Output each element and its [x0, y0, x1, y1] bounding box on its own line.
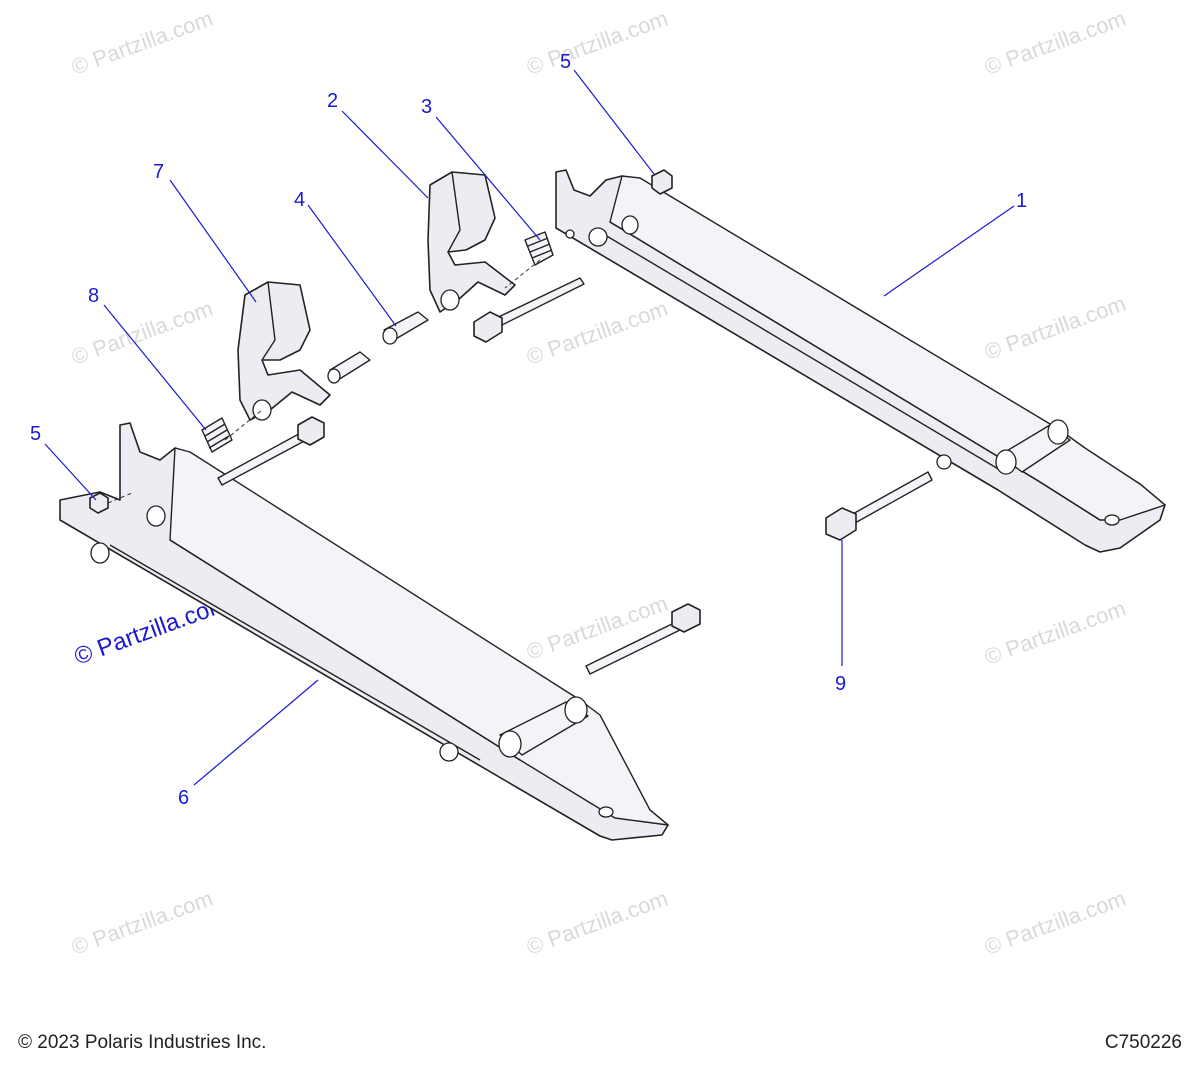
bolt-lower-left: [585, 603, 701, 675]
callout-5[interactable]: 5: [30, 423, 41, 445]
assembly-lines: [107, 259, 541, 504]
callout-8[interactable]: 8: [88, 285, 99, 307]
bolt-upper-right: [473, 277, 585, 343]
callouts: 1 2 3 4 5 5 6 7 8 9: [30, 51, 1027, 809]
drawing-id: C750226: [1104, 1032, 1182, 1053]
watermark: © Partzilla.com: [523, 296, 671, 370]
part-9-bolt: [825, 471, 933, 541]
callout-5[interactable]: 5: [560, 51, 571, 73]
watermark: © Partzilla.com: [523, 886, 671, 960]
watermark: © Partzilla.com: [523, 591, 671, 665]
callout-4[interactable]: 4: [294, 189, 305, 211]
part-2-latch-right: [427, 171, 516, 313]
part-7-latch-left: [237, 281, 331, 421]
bolt-left-latch: [217, 416, 325, 486]
part-6-left-rail: [59, 422, 669, 841]
watermark: © Partzilla.com: [981, 291, 1129, 365]
callout-2[interactable]: 2: [327, 90, 338, 112]
part-1-right-rail: [555, 169, 1166, 553]
part-3-spring-right: [524, 231, 554, 266]
copyright-notice: © 2023 Polaris Industries Inc.: [18, 1032, 267, 1053]
watermark: © Partzilla.com: [523, 6, 671, 80]
pin-left: [327, 351, 371, 384]
callout-1[interactable]: 1: [1016, 190, 1027, 212]
part-5-nut-right: [651, 169, 673, 195]
leader-lines: [44, 69, 1015, 786]
part-8-spring-left: [201, 417, 233, 453]
callout-3[interactable]: 3: [421, 96, 432, 118]
watermark: © Partzilla.com: [981, 596, 1129, 670]
watermark: © Partzilla.com: [981, 886, 1129, 960]
watermark: © Partzilla.com: [68, 886, 216, 960]
callout-9[interactable]: 9: [835, 673, 846, 695]
watermark: © Partzilla.com: [68, 6, 216, 80]
callout-7[interactable]: 7: [153, 161, 164, 183]
watermark: © Partzilla.com: [981, 6, 1129, 80]
part-4-pin: [382, 311, 429, 345]
callout-6[interactable]: 6: [178, 787, 189, 809]
